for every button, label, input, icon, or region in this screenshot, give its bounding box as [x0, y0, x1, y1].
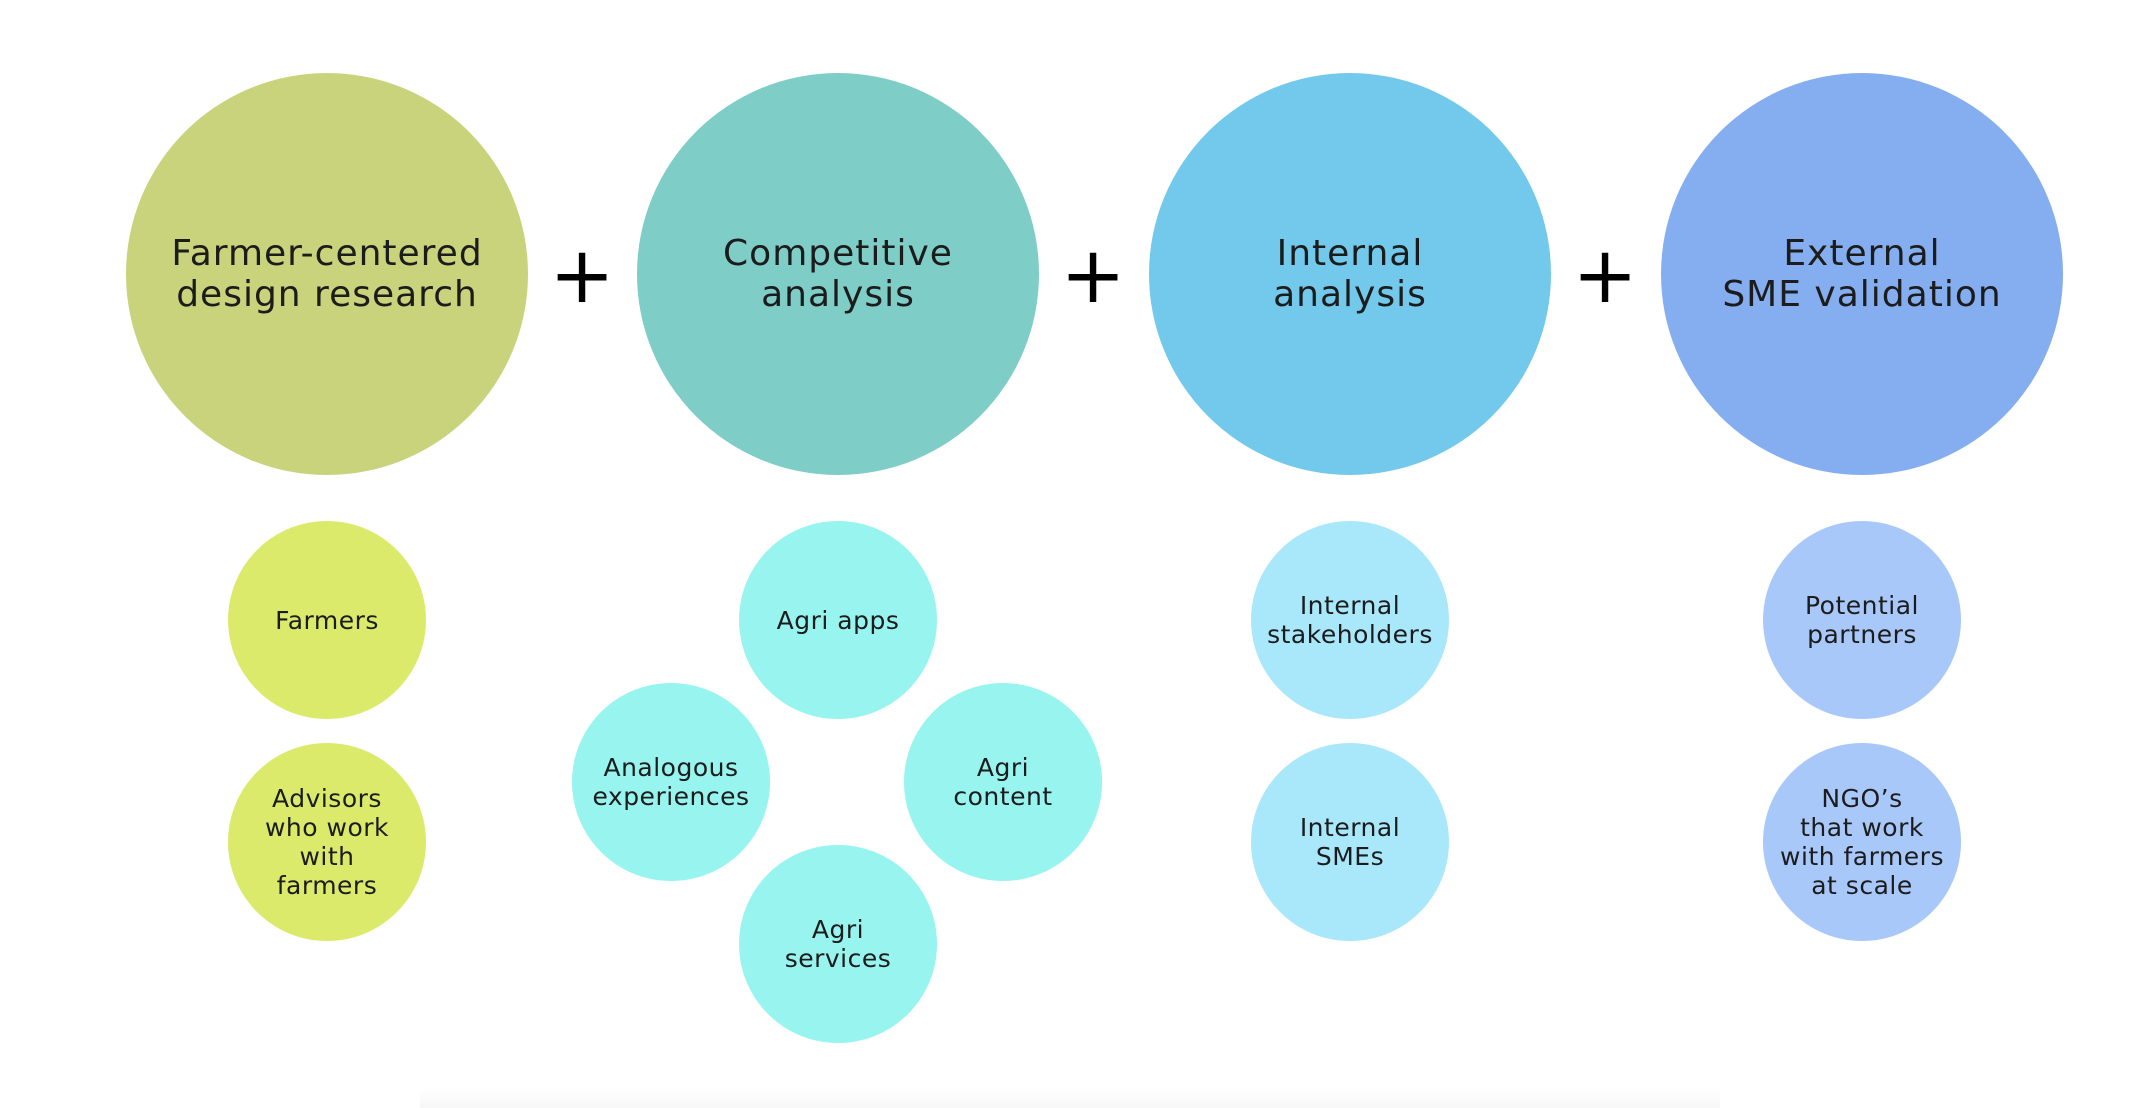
group-title: Farmer-centered design research — [171, 233, 483, 315]
bottom-shadow — [420, 1088, 1720, 1108]
agri-apps-circle: Agri apps — [739, 521, 937, 719]
potential-partners-circle: Potential partners — [1763, 521, 1961, 719]
analogous-experiences-circle: Analogous experiences — [572, 683, 770, 881]
farmers-circle: Farmers — [228, 521, 426, 719]
group-item-label: Farmers — [275, 605, 379, 635]
group-item-label: Agri services — [784, 915, 892, 973]
internal-analysis-circle: Internal analysis — [1149, 73, 1551, 475]
group-title: Internal analysis — [1273, 233, 1427, 315]
plus-operator: + — [1572, 231, 1638, 321]
agri-services-circle: Agri services — [739, 845, 937, 1043]
advisors-circle: Advisors who work with farmers — [228, 743, 426, 941]
group-item-label: Potential partners — [1804, 591, 1920, 649]
plus-operator: + — [1060, 231, 1126, 321]
group-title: Competitive analysis — [723, 233, 953, 315]
group-item-label: Advisors who work with farmers — [264, 784, 390, 900]
internal-stakeholders-circle: Internal stakeholders — [1251, 521, 1449, 719]
group-item-label: Internal SMEs — [1299, 813, 1401, 871]
agri-content-circle: Agri content — [904, 683, 1102, 881]
plus-operator: + — [549, 231, 615, 321]
group-title: External SME validation — [1722, 233, 2002, 315]
group-item-label: Agri apps — [776, 605, 900, 635]
group-item-label: Internal stakeholders — [1267, 591, 1433, 649]
external-sme-validation-circle: External SME validation — [1661, 73, 2063, 475]
group-item-label: NGO’s that work with farmers at scale — [1780, 784, 1944, 900]
ngos-circle: NGO’s that work with farmers at scale — [1763, 743, 1961, 941]
internal-smes-circle: Internal SMEs — [1251, 743, 1449, 941]
group-item-label: Analogous experiences — [592, 753, 750, 811]
farmer-centered-design-research-circle: Farmer-centered design research — [126, 73, 528, 475]
competitive-analysis-circle: Competitive analysis — [637, 73, 1039, 475]
group-item-label: Agri content — [953, 753, 1053, 811]
